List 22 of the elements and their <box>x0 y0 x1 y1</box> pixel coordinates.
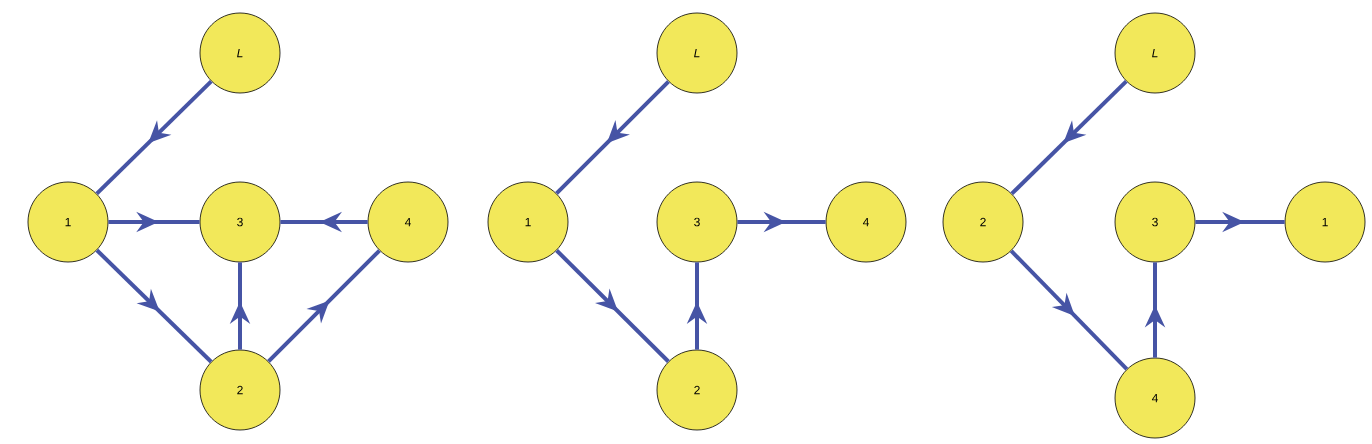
arrow <box>555 249 670 363</box>
graph-vertex: 1 <box>487 181 569 263</box>
graph-vertex: 3 <box>1114 181 1196 263</box>
arrow <box>95 79 213 196</box>
graph-vertex: 2 <box>942 181 1024 263</box>
arrow <box>1009 249 1129 371</box>
graph-vertex: 2 <box>199 349 281 431</box>
graph-vertex: 3 <box>199 181 281 263</box>
graph-vertex: 1 <box>1284 181 1366 263</box>
graph-vertex: L <box>199 12 281 94</box>
graph-vertex: 3 <box>656 181 738 263</box>
graph-vertex: L <box>656 12 738 94</box>
arrow <box>555 80 670 195</box>
arrow <box>267 249 381 363</box>
graph-vertex: 4 <box>1114 357 1196 439</box>
graph-vertex: 1 <box>27 181 109 263</box>
graph-vertex: 4 <box>367 181 449 263</box>
arrow <box>95 248 213 364</box>
graph-vertex: 2 <box>656 349 738 431</box>
graph-vertex: L <box>1114 12 1196 94</box>
arrow <box>1010 79 1128 196</box>
graph-vertex: 4 <box>825 181 907 263</box>
